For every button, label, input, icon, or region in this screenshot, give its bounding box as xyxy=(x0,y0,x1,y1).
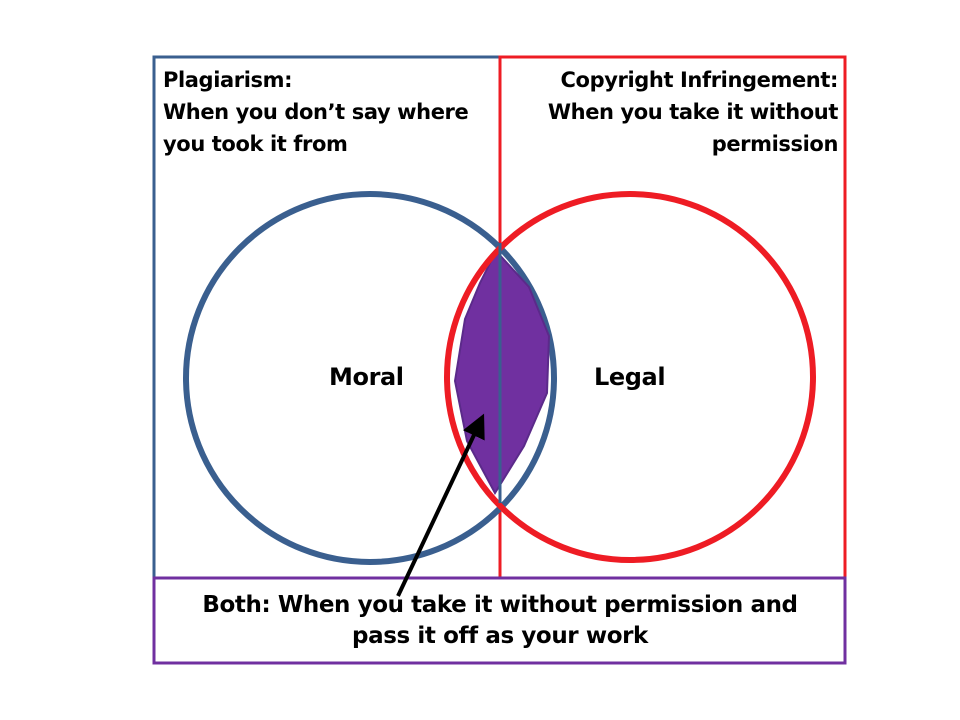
copyright-label: Copyright Infringement: When you take it… xyxy=(505,64,839,160)
copyright-line-1: When you take it without xyxy=(547,100,839,124)
plagiarism-label: Plagiarism: When you don’t say where you… xyxy=(163,64,493,160)
both-line-1: Both: When you take it without permissio… xyxy=(202,592,798,618)
pointer-arrow xyxy=(396,413,485,597)
moral-label: Moral xyxy=(329,363,404,391)
legal-label: Legal xyxy=(594,363,666,391)
both-label: Both: When you take it without permissio… xyxy=(158,590,842,652)
both-line-2: pass it off as your work xyxy=(352,623,648,649)
both-box xyxy=(152,576,847,665)
plagiarism-line-1: When you don’t say where xyxy=(163,100,469,124)
plagiarism-title: Plagiarism: xyxy=(163,68,293,92)
copyright-title: Copyright Infringement: xyxy=(560,68,839,92)
copyright-line-2: permission xyxy=(711,132,839,156)
plagiarism-line-2: you took it from xyxy=(163,132,348,156)
moral-circle xyxy=(183,191,557,565)
legal-circle xyxy=(444,191,816,563)
